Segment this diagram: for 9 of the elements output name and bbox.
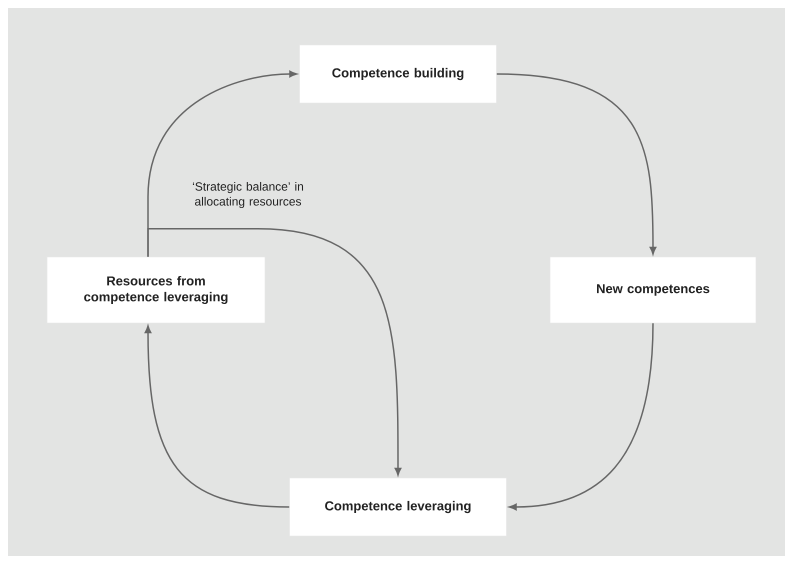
process-box: New competences [550,256,756,324]
edge-label: ‘Strategic balance’ in allocating resources [184,180,312,210]
process-box: Competence building [299,44,497,104]
process-box: Resources from competence leveraging [46,256,266,324]
arrow [147,228,402,476]
arrow [508,323,654,510]
process-box: Competence leveraging [289,478,507,536]
arrow [144,325,290,508]
arrow [496,73,656,255]
